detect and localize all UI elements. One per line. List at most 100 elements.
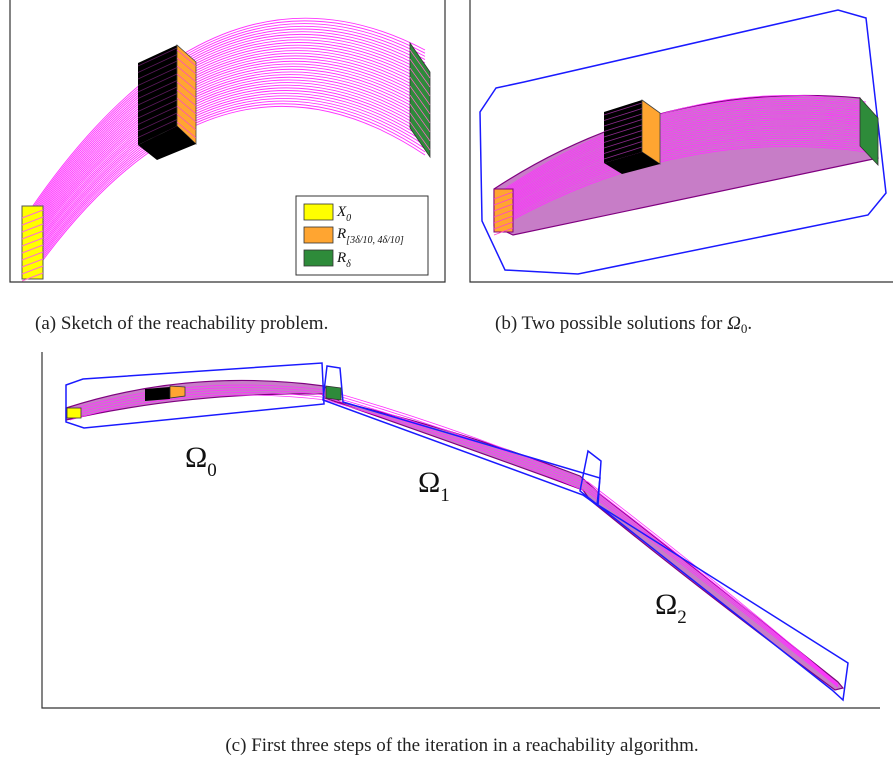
trajectory-line [29, 92, 426, 268]
hatch-line [21, 272, 44, 282]
intermediate-set-box-b [603, 99, 661, 174]
legend-label-r-interval: R[3δ/10, 4δ/10] [336, 226, 404, 246]
face-line [603, 146, 643, 160]
trajectory-line [29, 90, 426, 266]
trajectory-line [29, 82, 426, 260]
trajectory-line [29, 39, 426, 227]
trajectory-line [29, 68, 426, 250]
face-line [603, 135, 643, 149]
hatch-line [21, 265, 44, 275]
trajectory-line [29, 66, 426, 248]
face-line [176, 81, 197, 99]
trajectory-line [499, 135, 867, 221]
face-line [409, 58, 431, 88]
hatch-line [493, 209, 514, 218]
face-line [409, 103, 431, 133]
trajectory-line [499, 115, 867, 207]
trajectory-line [29, 74, 426, 254]
trajectory-line [29, 63, 426, 246]
hatch-line [493, 203, 514, 212]
face-line [603, 141, 643, 154]
trajectory-line [499, 129, 867, 217]
hatch-line [493, 197, 514, 206]
trajectory-line [29, 103, 426, 277]
legend-swatch-r-interval [303, 226, 334, 244]
enclosure-omega2 [579, 449, 849, 702]
hatch-line [21, 258, 44, 268]
hatch-line [21, 237, 44, 247]
face-line [176, 57, 197, 75]
face-line [176, 105, 197, 123]
trajectory-line [29, 71, 426, 252]
face-line [409, 94, 431, 124]
face-line [603, 124, 643, 138]
enclosing-polytope-b [479, 9, 887, 275]
hatch-line [493, 227, 514, 236]
face-line [176, 121, 197, 139]
hatch-line [21, 216, 44, 226]
caption-a: (a) Sketch of the reachability problem. [35, 313, 328, 334]
omega0-end-set-c [325, 385, 342, 401]
enclosure-omega0 [65, 362, 325, 429]
face-line [137, 99, 178, 119]
face-line [137, 54, 178, 73]
trajectory-line [29, 84, 426, 262]
hatch-line [493, 191, 514, 200]
legend-swatch-r-delta [303, 249, 334, 267]
trajectory-line [29, 50, 426, 235]
face-line [137, 80, 178, 99]
hatch-line [21, 251, 44, 261]
face-line [137, 106, 178, 125]
face-line [409, 121, 431, 151]
trajectory-line [69, 389, 839, 686]
trajectory-line [499, 131, 867, 218]
hatch-line [21, 244, 44, 254]
legend-label-r-delta: Rδ [336, 250, 351, 270]
trajectory-line [499, 127, 867, 215]
trajectory-line [499, 125, 867, 214]
trajectory-line [499, 141, 867, 225]
trajectory-line [69, 392, 839, 687]
initial-set-box [21, 205, 44, 282]
panel-b: (b) Two possible solutions for Ω0. [469, 0, 893, 336]
trajectory-line [69, 394, 839, 688]
trajectory-line [499, 133, 867, 219]
trajectory-line [499, 123, 867, 212]
face-line [137, 47, 178, 67]
face-line [409, 112, 431, 142]
trajectory-line [69, 387, 839, 686]
caption-b: (b) Two possible solutions for Ω0. [495, 313, 752, 336]
panel-b-axes [469, 0, 893, 283]
trajectory-line [29, 98, 426, 273]
panel-a-axes [9, 0, 446, 283]
trajectory-line [499, 117, 867, 208]
trajectory-line [29, 105, 426, 279]
legend-box: X0 R[3δ/10, 4δ/10] Rδ [295, 195, 429, 276]
hatch-line [493, 215, 514, 224]
face-line [409, 67, 431, 97]
face-line [603, 130, 643, 143]
trajectory-line [29, 25, 426, 217]
trajectory-line [29, 42, 426, 229]
trajectory-line [29, 28, 426, 219]
trajectory-line [499, 113, 867, 205]
trajectory-line [499, 143, 867, 226]
trajectory-line [499, 145, 867, 228]
face-line [137, 112, 178, 132]
trajectory-line [29, 76, 426, 256]
trajectory-line [499, 94, 867, 193]
trajectory-line [499, 139, 867, 224]
hatch-line [21, 223, 44, 233]
panel-c-axes [41, 352, 880, 709]
face-line [603, 102, 643, 116]
trajectory-line [29, 44, 426, 231]
face-line [603, 113, 643, 127]
trajectory-line [29, 60, 426, 244]
trajectory-line [29, 95, 426, 271]
face-line [176, 97, 197, 115]
intermediate-set-c [145, 385, 186, 401]
trajectory-line [499, 103, 867, 198]
label-omega1: Ω1 [418, 466, 450, 506]
trajectory-line [499, 111, 867, 204]
face-line [176, 49, 197, 67]
